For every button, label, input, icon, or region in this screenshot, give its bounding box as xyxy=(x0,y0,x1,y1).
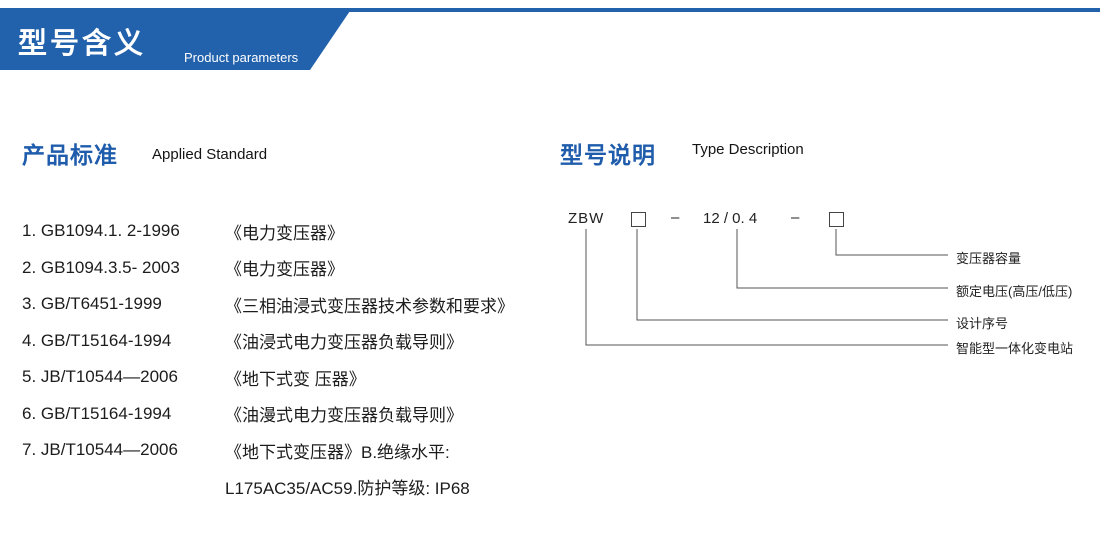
standard-title: 《电力变压器》 xyxy=(225,223,344,243)
standard-title: L175AC35/AC59.防护等级: IP68 xyxy=(225,479,470,499)
standard-row: 2. GB1094.3.5- 2003 《电力变压器》 xyxy=(22,250,562,287)
standard-code: 4. GB/T15164-1994 xyxy=(22,330,172,350)
header-banner: 型号含义 Product parameters xyxy=(0,8,352,70)
standard-code: 1. GB1094.1. 2-1996 xyxy=(22,221,180,241)
model-voltage: 12 / 0. 4 xyxy=(703,210,758,227)
model-label-rated-voltage: 额定电压(高压/低压) xyxy=(956,284,1073,299)
standard-code: 3. GB/T6451-1999 xyxy=(22,294,162,314)
standard-title: 《地下式变 压器》 xyxy=(225,369,366,389)
standard-title: 《油漫式电力变压器负载导则》 xyxy=(225,406,463,426)
standard-code: 5. JB/T10544—2006 xyxy=(22,367,178,387)
model-label-design-serial: 设计序号 xyxy=(956,316,1009,331)
standard-title: 《地下式变压器》B.绝缘水平: xyxy=(225,442,450,462)
model-placeholder-box-design xyxy=(631,212,646,227)
standard-row: 5. JB/T10544—2006 《地下式变 压器》 xyxy=(22,359,562,396)
model-dash-2: – xyxy=(791,209,800,226)
standard-row-continuation: L175AC35/AC59.防护等级: IP68 xyxy=(22,469,562,506)
type-description-heading-cn: 型号说明 xyxy=(560,142,656,168)
standard-code: 7. JB/T10544—2006 xyxy=(22,440,178,460)
model-prefix: ZBW xyxy=(568,210,605,227)
standard-row: 6. GB/T15164-1994 《油漫式电力变压器负载导则》 xyxy=(22,396,562,433)
connector-line-voltage xyxy=(736,229,948,289)
standard-row: 3. GB/T6451-1999 《三相油浸式变压器技术参数和要求》 xyxy=(22,286,562,323)
connector-line-design-serial xyxy=(636,229,948,321)
standard-row: 7. JB/T10544—2006 《地下式变压器》B.绝缘水平: xyxy=(22,432,562,469)
model-label-smart-substation: 智能型一体化变电站 xyxy=(956,341,1074,356)
applied-standard-heading-en: Applied Standard xyxy=(152,146,268,163)
connector-line-smart-substation xyxy=(585,229,948,346)
header-accent-line xyxy=(0,8,1100,12)
connector-line-capacity xyxy=(835,229,948,256)
model-label-capacity: 变压器容量 xyxy=(956,251,1022,266)
model-placeholder-box-capacity xyxy=(829,212,844,227)
page-title: 型号含义 xyxy=(18,28,147,60)
model-dash-1: – xyxy=(671,209,680,226)
standard-code: 6. GB/T15164-1994 xyxy=(22,403,172,423)
standard-title: 《三相油浸式变压器技术参数和要求》 xyxy=(225,296,514,316)
applied-standards-list: 1. GB1094.1. 2-1996 《电力变压器》 2. GB1094.3.… xyxy=(22,213,562,505)
standard-title: 《电力变压器》 xyxy=(225,260,344,280)
standard-row: 1. GB1094.1. 2-1996 《电力变压器》 xyxy=(22,213,562,250)
standard-title: 《油浸式电力变压器负载导则》 xyxy=(225,333,463,353)
type-description-heading-en: Type Description xyxy=(692,141,804,158)
applied-standard-heading-cn: 产品标准 xyxy=(22,142,118,168)
page-subtitle: Product parameters xyxy=(184,50,299,65)
standard-row: 4. GB/T15164-1994 《油浸式电力变压器负载导则》 xyxy=(22,323,562,360)
standard-code: 2. GB1094.3.5- 2003 xyxy=(22,257,180,277)
